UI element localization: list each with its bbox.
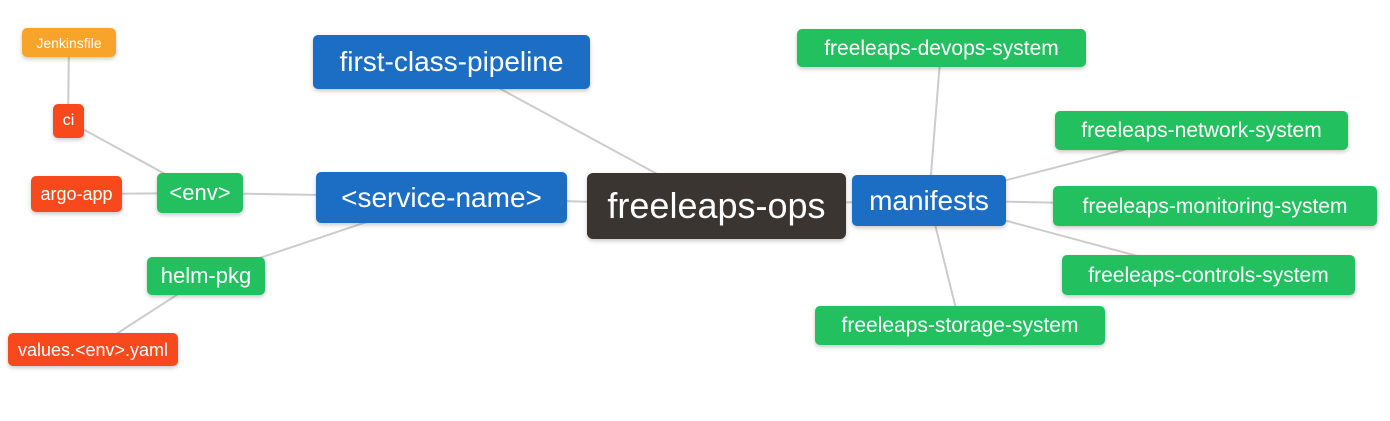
node-controls-system[interactable]: freeleaps-controls-system (1062, 255, 1355, 295)
node-env[interactable]: <env> (157, 173, 243, 213)
node-argo-app[interactable]: argo-app (31, 176, 122, 212)
node-monitoring-system[interactable]: freeleaps-monitoring-system (1053, 186, 1377, 226)
node-values-env-yaml[interactable]: values.<env>.yaml (8, 333, 178, 366)
node-ci[interactable]: ci (53, 104, 84, 138)
node-storage-system[interactable]: freeleaps-storage-system (815, 306, 1105, 345)
node-devops-system[interactable]: freeleaps-devops-system (797, 29, 1086, 67)
node-manifests[interactable]: manifests (852, 175, 1006, 226)
edge-manifests-devops (928, 47, 942, 201)
node-service-name[interactable]: <service-name> (316, 172, 567, 223)
node-first-class-pipeline[interactable]: first-class-pipeline (313, 35, 590, 89)
node-network-system[interactable]: freeleaps-network-system (1055, 111, 1348, 150)
node-helm-pkg[interactable]: helm-pkg (147, 257, 265, 295)
node-freeleaps-ops[interactable]: freeleaps-ops (587, 173, 846, 239)
node-jenkinsfile[interactable]: Jenkinsfile (22, 28, 116, 57)
